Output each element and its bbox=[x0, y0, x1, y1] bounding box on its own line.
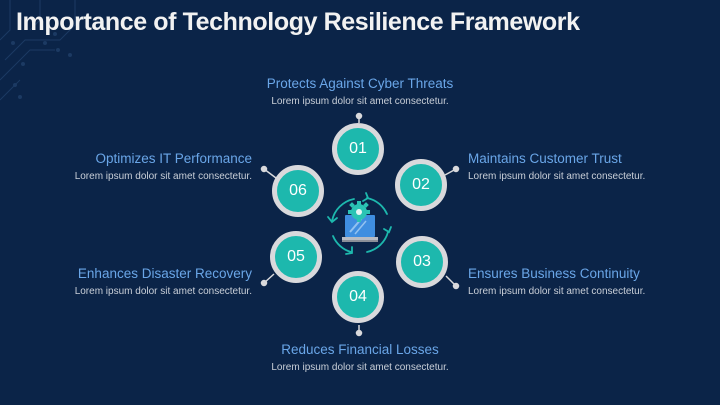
item-06-body: Lorem ipsum dolor sit amet consectetur. bbox=[74, 171, 252, 182]
item-01-body: Lorem ipsum dolor sit amet consectetur. bbox=[271, 96, 449, 107]
step-circle-04: 04 bbox=[332, 271, 384, 323]
laptop-gear-icon bbox=[342, 201, 378, 242]
item-02-body: Lorem ipsum dolor sit amet consectetur. bbox=[468, 171, 646, 182]
step-circle-05: 05 bbox=[270, 231, 322, 283]
item-04-label: Reduces Financial Losses Lorem ipsum dol… bbox=[240, 342, 480, 375]
item-05-heading: Enhances Disaster Recovery bbox=[77, 266, 252, 281]
item-06-heading: Optimizes IT Performance bbox=[95, 151, 252, 166]
circuit-pattern-decoration bbox=[0, 0, 76, 101]
step-circle-02: 02 bbox=[395, 159, 447, 211]
item-03-body: Lorem ipsum dolor sit amet consectetur. bbox=[468, 286, 646, 297]
item-05-body: Lorem ipsum dolor sit amet consectetur. bbox=[74, 286, 252, 297]
item-02-heading: Maintains Customer Trust bbox=[468, 151, 622, 166]
item-06-label: Optimizes IT Performance Lorem ipsum dol… bbox=[12, 151, 252, 184]
item-01-label: Protects Against Cyber Threats Lorem ips… bbox=[240, 76, 480, 109]
cycle-arrows-icon bbox=[327, 192, 392, 255]
step-circle-03: 03 bbox=[396, 236, 448, 288]
item-04-body: Lorem ipsum dolor sit amet consectetur. bbox=[271, 362, 449, 373]
item-03-label: Ensures Business Continuity Lorem ipsum … bbox=[468, 266, 708, 299]
item-01-heading: Protects Against Cyber Threats bbox=[266, 76, 454, 91]
step-circle-06: 06 bbox=[272, 165, 324, 217]
item-03-heading: Ensures Business Continuity bbox=[468, 266, 640, 281]
item-05-label: Enhances Disaster Recovery Lorem ipsum d… bbox=[12, 266, 252, 299]
step-circle-01: 01 bbox=[332, 123, 384, 175]
item-02-label: Maintains Customer Trust Lorem ipsum dol… bbox=[468, 151, 708, 184]
slide-title: Importance of Technology Resilience Fram… bbox=[16, 8, 580, 36]
item-04-heading: Reduces Financial Losses bbox=[281, 342, 439, 357]
